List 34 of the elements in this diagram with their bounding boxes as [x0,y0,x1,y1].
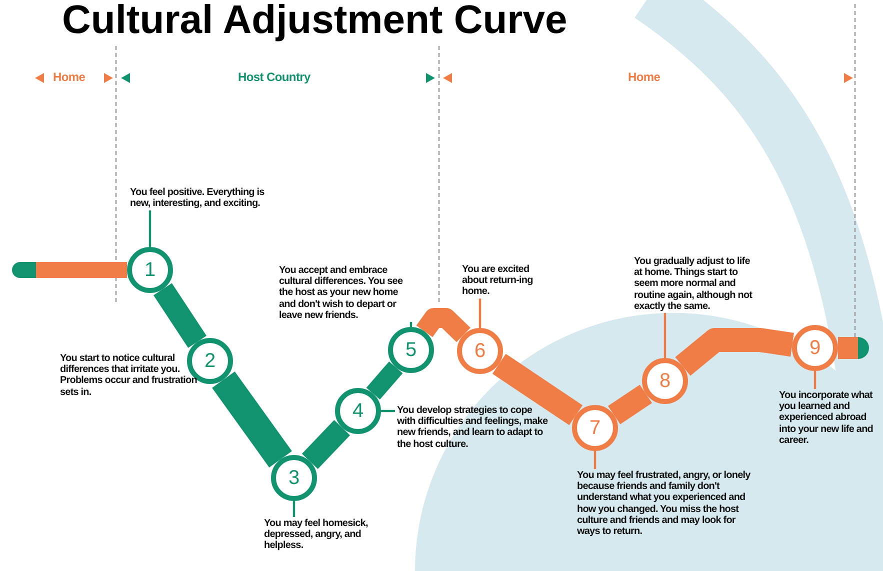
title: Cultural Adjustment Curve [62,0,568,43]
leader-line [814,371,816,389]
curve-segment [366,361,403,400]
curve-segment [302,420,350,469]
track-end-cap [12,262,36,278]
leader-line [381,410,395,412]
stage-description: You may feel frustrated, angry, or lonely because friends and family don't understand what you experienced and how you changed. You miss the host culture and friends and may look for ways to return. [577,470,753,538]
stage-description: You accept and embrace cultural differences. You see the host as your new home and don't wish to depart or leave new friends. [279,265,407,321]
curve-segment [492,354,583,426]
leader-line [148,210,152,247]
stage-description: You feel positive. Everything is new, interesting, and exciting. [130,187,280,210]
stage-description: You develop strategies to cope with difficulties and feelings, make new friends, and learn to adapt to the host culture. [397,405,549,450]
leader-line [292,501,296,517]
stage-description: You start to notice cultural differences that irritate you. Problems occur and frustration sets in. [60,353,200,398]
curve-segment [36,262,127,278]
stage-number-circle: 5 [388,327,434,373]
stage-description: You are excited about return-ing home. [462,264,546,298]
stage-number-circle: 1 [127,247,173,293]
leader-line [478,298,482,328]
curve-segment [416,308,470,342]
curve-segment [212,372,292,468]
stage-description: You may feel homesick, depressed, angry, and helpless. [264,518,374,552]
curve-segment [838,337,858,359]
stage-number-circle: 6 [457,328,503,374]
stage-number-circle: 3 [271,455,317,501]
leader-line [594,451,596,469]
leader-line [664,312,666,358]
curve-segment [608,384,652,424]
period-label: Home [53,70,86,84]
period-label: Home [628,70,660,84]
stage-description: You gradually adjust to life at home. Things start to seem more normal and routine again, although not exactly the same. [634,256,758,312]
stage-description: You incorporate what you learned and experienced abroad into your new life and career. [779,390,883,446]
stage-number-circle: 4 [335,388,381,434]
period-label: Host Country [238,70,310,84]
